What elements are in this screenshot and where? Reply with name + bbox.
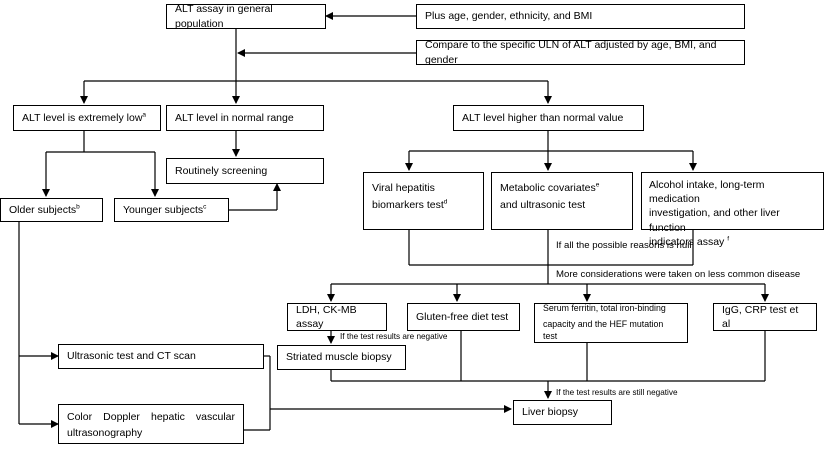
routine-screening-text: Routinely screening [175, 164, 268, 177]
compare-uln-text: Compare to the specific ULN of ALT adjus… [425, 39, 717, 66]
striated-muscle-box: Striated muscle biopsy [277, 345, 406, 370]
serum-ferritin-line1: Serum ferritin, total iron-binding [543, 303, 666, 314]
viral-hepatitis-line2: biomarkers testd [372, 198, 448, 212]
metabolic-covariates-box: Metabolic covariatese and ultrasonic tes… [491, 172, 633, 230]
viral-hepatitis-line1: Viral hepatitis [372, 182, 435, 194]
plus-age-box: Plus age, gender, ethnicity, and BMI [416, 4, 745, 29]
if-negative-label: If the test results are negative [340, 332, 448, 341]
alcohol-intake-box: Alcohol intake, long-term medication inv… [641, 172, 824, 248]
serum-ferritin-line2: capacity and the HEF mutation test [543, 319, 664, 341]
alcohol-intake-line2: investigation, and other liver function [649, 207, 780, 234]
ultrasonic-ct-box: Ultrasonic test and CT scan [58, 344, 264, 369]
alt-low-box: ALT level is extremely lowa [13, 105, 161, 131]
alt-low-text: ALT level is extremely lowa [22, 111, 147, 124]
alt-normal-text: ALT level in normal range [175, 111, 294, 124]
striated-muscle-text: Striated muscle biopsy [286, 351, 392, 364]
serum-ferritin-box: Serum ferritin, total iron-binding capac… [534, 303, 688, 343]
igg-crp-text: IgG, CRP test et al [722, 303, 799, 330]
null-reasons-label: If all the possible reasons is null [556, 240, 692, 251]
metabolic-covariates-line1: Metabolic covariatese [500, 181, 600, 194]
ldh-ckmb-box: LDH, CK-MB assay [287, 303, 387, 331]
alt-high-text: ALT level higher than normal value [462, 111, 624, 124]
younger-subjects-text: Younger subjectsc [123, 203, 207, 216]
alt-assay-text: ALT assay in general population [175, 3, 273, 30]
color-doppler-line2: ultrasonography [67, 427, 143, 440]
igg-crp-box: IgG, CRP test et al [713, 303, 817, 331]
viral-hepatitis-box: Viral hepatitis biomarkers testd [363, 172, 484, 230]
liver-biopsy-box: Liver biopsy [513, 400, 612, 425]
compare-uln-box: Compare to the specific ULN of ALT adjus… [416, 39, 745, 66]
alt-assay-box: ALT assay in general population [166, 3, 326, 30]
metabolic-covariates-line2: and ultrasonic test [500, 199, 586, 212]
alcohol-intake-line1: Alcohol intake, long-term medication [649, 179, 765, 206]
more-considerations-label: More considerations were taken on less c… [556, 269, 801, 280]
ultrasonic-ct-text: Ultrasonic test and CT scan [67, 350, 196, 363]
still-negative-label: If the test results are still negative [556, 388, 678, 397]
gluten-free-text: Gluten-free diet test [416, 310, 509, 323]
liver-biopsy-text: Liver biopsy [522, 406, 579, 419]
ldh-ckmb-text: LDH, CK-MB assay [296, 303, 357, 330]
gluten-free-box: Gluten-free diet test [407, 303, 520, 331]
alt-normal-box: ALT level in normal range [166, 105, 324, 131]
older-subjects-text: Older subjectsb [9, 203, 80, 216]
older-subjects-box: Older subjectsb [0, 198, 103, 222]
alcohol-intake-line3: indicators assay f [649, 235, 730, 248]
color-doppler-line1: Color Doppler hepatic vascular [67, 411, 235, 423]
alt-high-box: ALT level higher than normal value [453, 105, 644, 131]
younger-subjects-box: Younger subjectsc [114, 198, 229, 222]
color-doppler-box: Color Doppler hepatic vascular ultrasono… [58, 404, 244, 444]
routine-screening-box: Routinely screening [166, 158, 324, 184]
plus-age-text: Plus age, gender, ethnicity, and BMI [425, 10, 593, 23]
